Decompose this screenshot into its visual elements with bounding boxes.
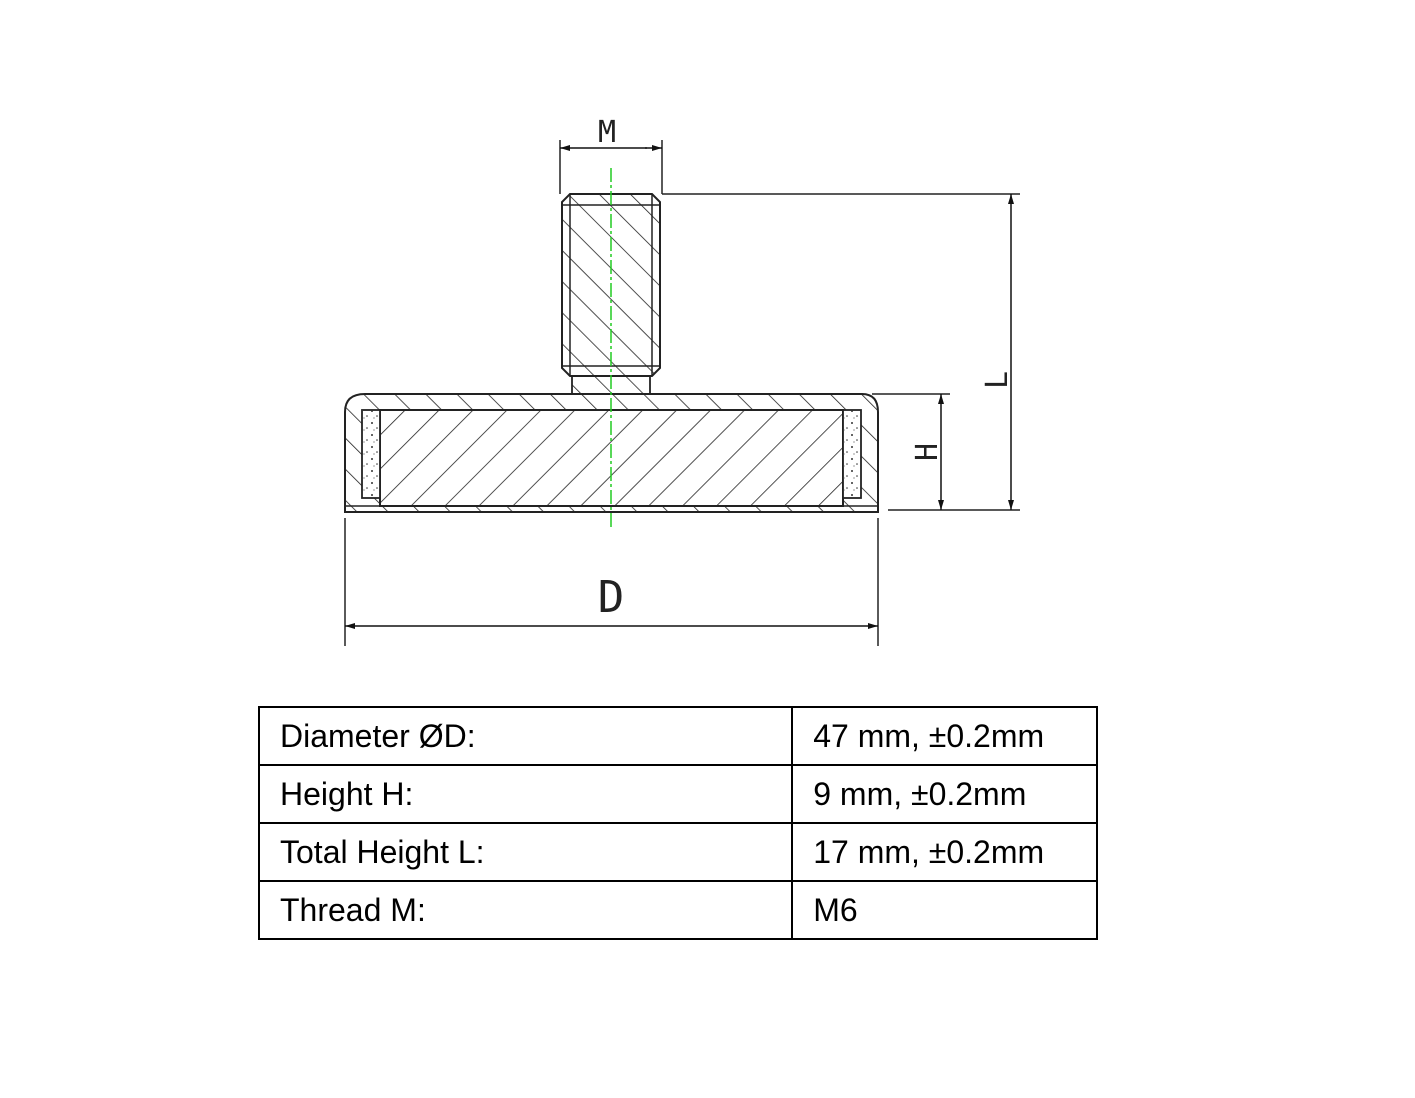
- spec-value: M6: [791, 880, 1098, 940]
- spec-label: Thread M:: [257, 880, 794, 940]
- spec-value: 9 mm, ±0.2mm: [791, 764, 1098, 824]
- spec-table: Diameter ØD: 47 mm, ±0.2mm Height H: 9 m…: [257, 706, 1098, 940]
- spec-value: 47 mm, ±0.2mm: [791, 706, 1098, 766]
- technical-drawing: M L H D: [344, 115, 1020, 646]
- label-l: L: [980, 371, 1015, 389]
- table-row: Height H: 9 mm, ±0.2mm: [257, 764, 1098, 824]
- label-h: H: [910, 443, 945, 461]
- dimension-diameter: D: [344, 518, 879, 646]
- dimension-thread: M: [559, 115, 663, 194]
- spec-label: Total Height L:: [257, 822, 794, 882]
- label-d: D: [598, 572, 625, 623]
- dimension-height: H: [872, 393, 950, 510]
- table-row: Thread M: M6: [257, 880, 1098, 940]
- spec-label: Diameter ØD:: [257, 706, 794, 766]
- label-m: M: [598, 115, 616, 150]
- table-row: Diameter ØD: 47 mm, ±0.2mm: [257, 706, 1098, 766]
- spec-label: Height H:: [257, 764, 794, 824]
- spec-value: 17 mm, ±0.2mm: [791, 822, 1098, 882]
- dimension-total-height: L: [662, 193, 1020, 511]
- table-row: Total Height L: 17 mm, ±0.2mm: [257, 822, 1098, 882]
